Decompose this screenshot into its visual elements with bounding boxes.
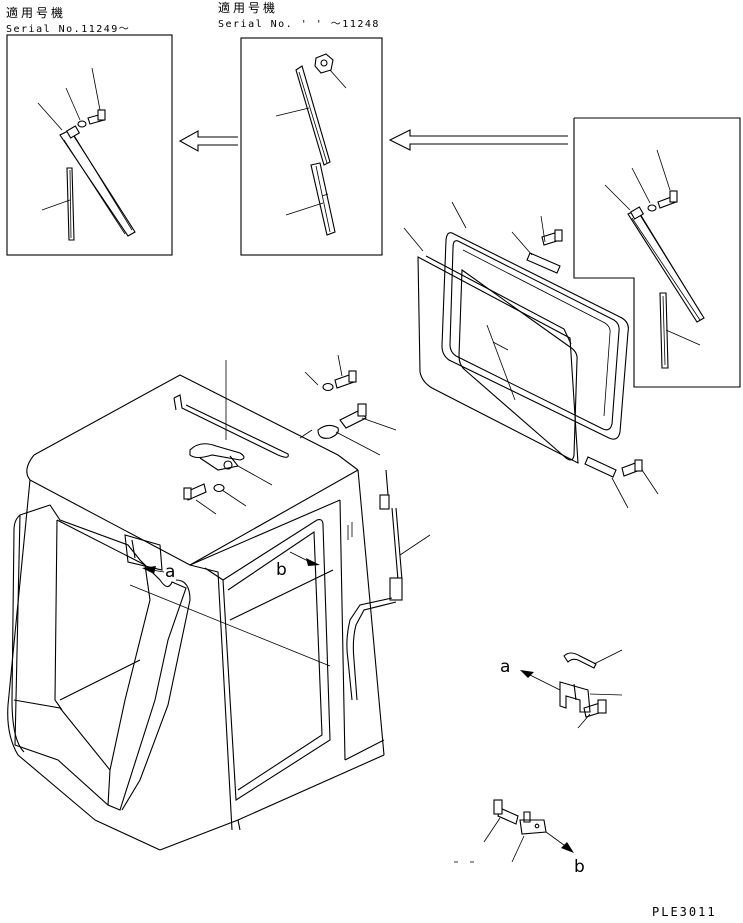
callout-a-detail: a — [500, 657, 510, 677]
left-box-serial: Serial No.11249～ — [6, 24, 130, 35]
detail-b: b — [454, 799, 585, 877]
variant-box-right — [240, 37, 383, 256]
replacement-arrow-1 — [178, 130, 238, 152]
roof-wiper-motor — [173, 360, 289, 515]
replacement-arrow-2 — [388, 129, 568, 151]
right-box-serial: Serial No. ' ' ～11248 — [218, 19, 380, 30]
roof-hardware — [299, 354, 397, 456]
callout-b-main: b — [276, 560, 287, 580]
variant-box-left — [6, 34, 173, 256]
detail-a: a — [500, 649, 623, 729]
left-box-title: 適用号機 — [6, 5, 66, 20]
callout-a-main: a — [165, 562, 175, 582]
door-lock-rod — [346, 469, 431, 701]
cab-callouts: a b — [142, 551, 320, 582]
callout-b-detail: b — [574, 857, 585, 877]
wiper-assembly-box — [573, 117, 741, 388]
right-box-title: 適用号機 — [218, 0, 278, 15]
front-glass-assembly — [403, 201, 659, 509]
figure-code: PLE3011 — [652, 905, 717, 919]
cab-body — [7, 374, 385, 851]
